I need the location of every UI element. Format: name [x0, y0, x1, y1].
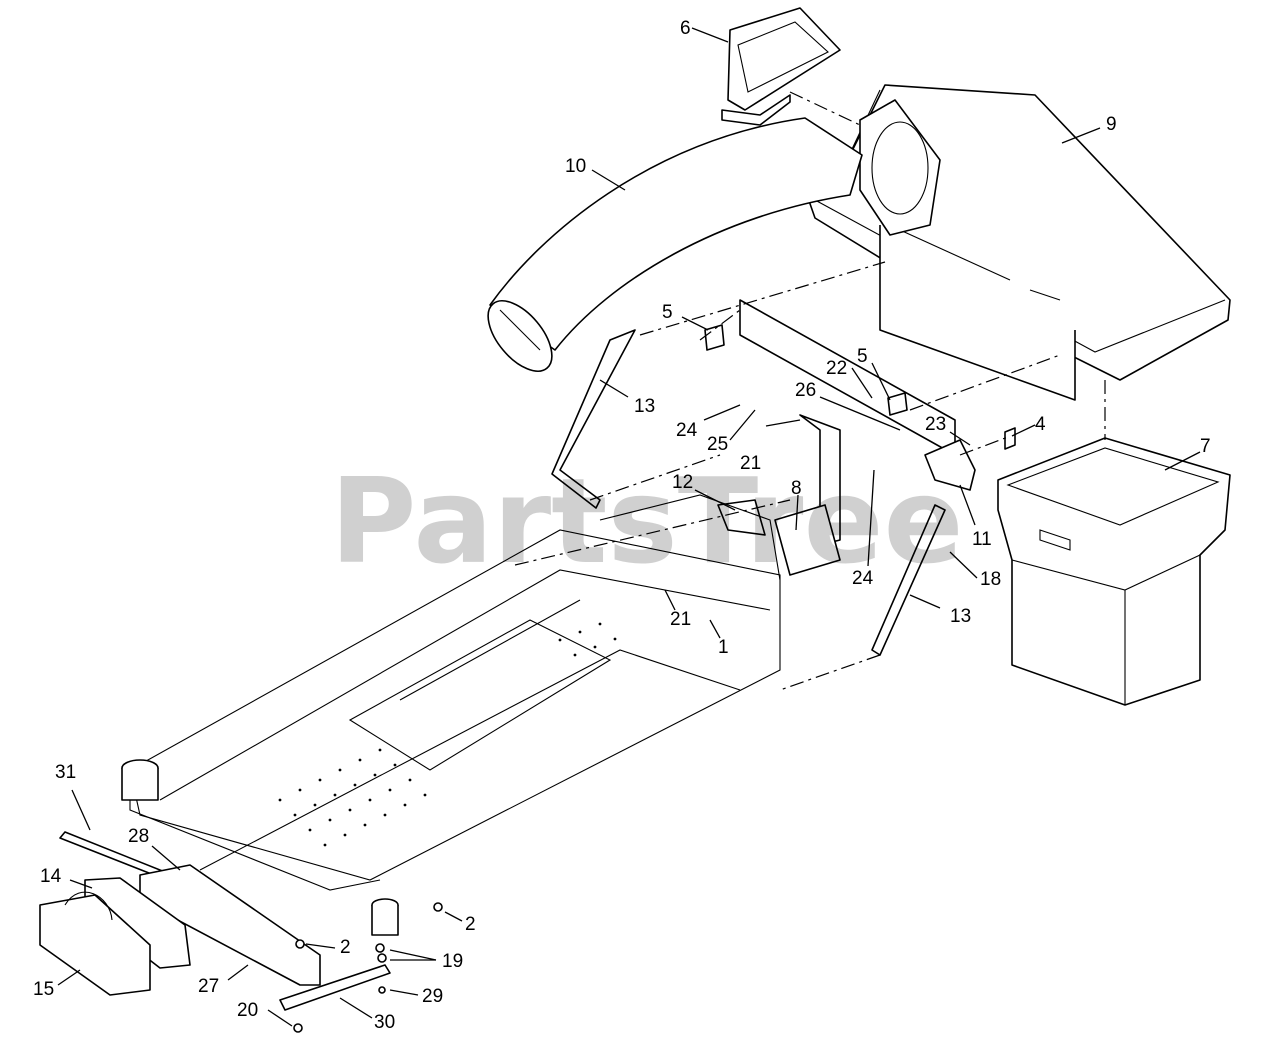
callout-9: 9 — [1106, 114, 1117, 135]
hopper-hood — [807, 84, 1231, 401]
watermark: PartsTree — [330, 452, 964, 590]
callout-15: 15 — [33, 979, 54, 1000]
alignment-lines — [514, 91, 1106, 691]
callout-26: 26 — [795, 380, 816, 401]
collection-bag — [997, 437, 1231, 706]
discharge-tube — [487, 117, 863, 372]
callout-18: 18 — [980, 569, 1001, 590]
callout-27: 27 — [198, 976, 219, 997]
callout-13-left: 13 — [634, 396, 655, 417]
callout-29: 29 — [422, 986, 443, 1007]
callout-31: 31 — [55, 762, 76, 783]
callout-labels: 6 9 10 5 13 5 22 4 7 26 24 25 21 23 11 2… — [33, 18, 1211, 1033]
callout-21: 21 — [670, 609, 691, 630]
floor-holes — [278, 622, 617, 847]
callout-24-right: 24 — [852, 568, 874, 589]
callout-10: 10 — [565, 156, 586, 177]
callout-5-left: 5 — [662, 302, 673, 323]
callout-11: 11 — [972, 529, 992, 550]
callout-28: 28 — [128, 826, 149, 847]
mower-frame — [121, 494, 781, 936]
callout-2-lower: 2 — [340, 937, 351, 958]
callout-1: 1 — [718, 637, 729, 658]
callout-12: 12 — [672, 472, 693, 493]
callout-6: 6 — [680, 18, 691, 39]
callout-22: 22 — [826, 358, 847, 379]
callout-7: 7 — [1200, 436, 1211, 457]
callout-20: 20 — [237, 1000, 258, 1021]
callout-16: 21 — [740, 453, 761, 474]
callout-30: 30 — [374, 1012, 395, 1033]
callout-14: 14 — [40, 866, 62, 887]
callout-2-right: 2 — [465, 914, 476, 935]
callout-13-right: 13 — [950, 606, 971, 627]
callout-23: 23 — [925, 414, 946, 435]
callout-24-left: 24 — [676, 420, 698, 441]
chute-screen — [721, 7, 841, 126]
callout-8: 8 — [791, 478, 802, 499]
leader-lines — [57, 27, 1201, 1027]
front-weight-assembly — [39, 831, 443, 1033]
callout-19: 19 — [442, 951, 463, 972]
callout-4: 4 — [1035, 414, 1046, 435]
callout-25: 25 — [707, 434, 728, 455]
callout-5-right: 5 — [857, 346, 868, 367]
